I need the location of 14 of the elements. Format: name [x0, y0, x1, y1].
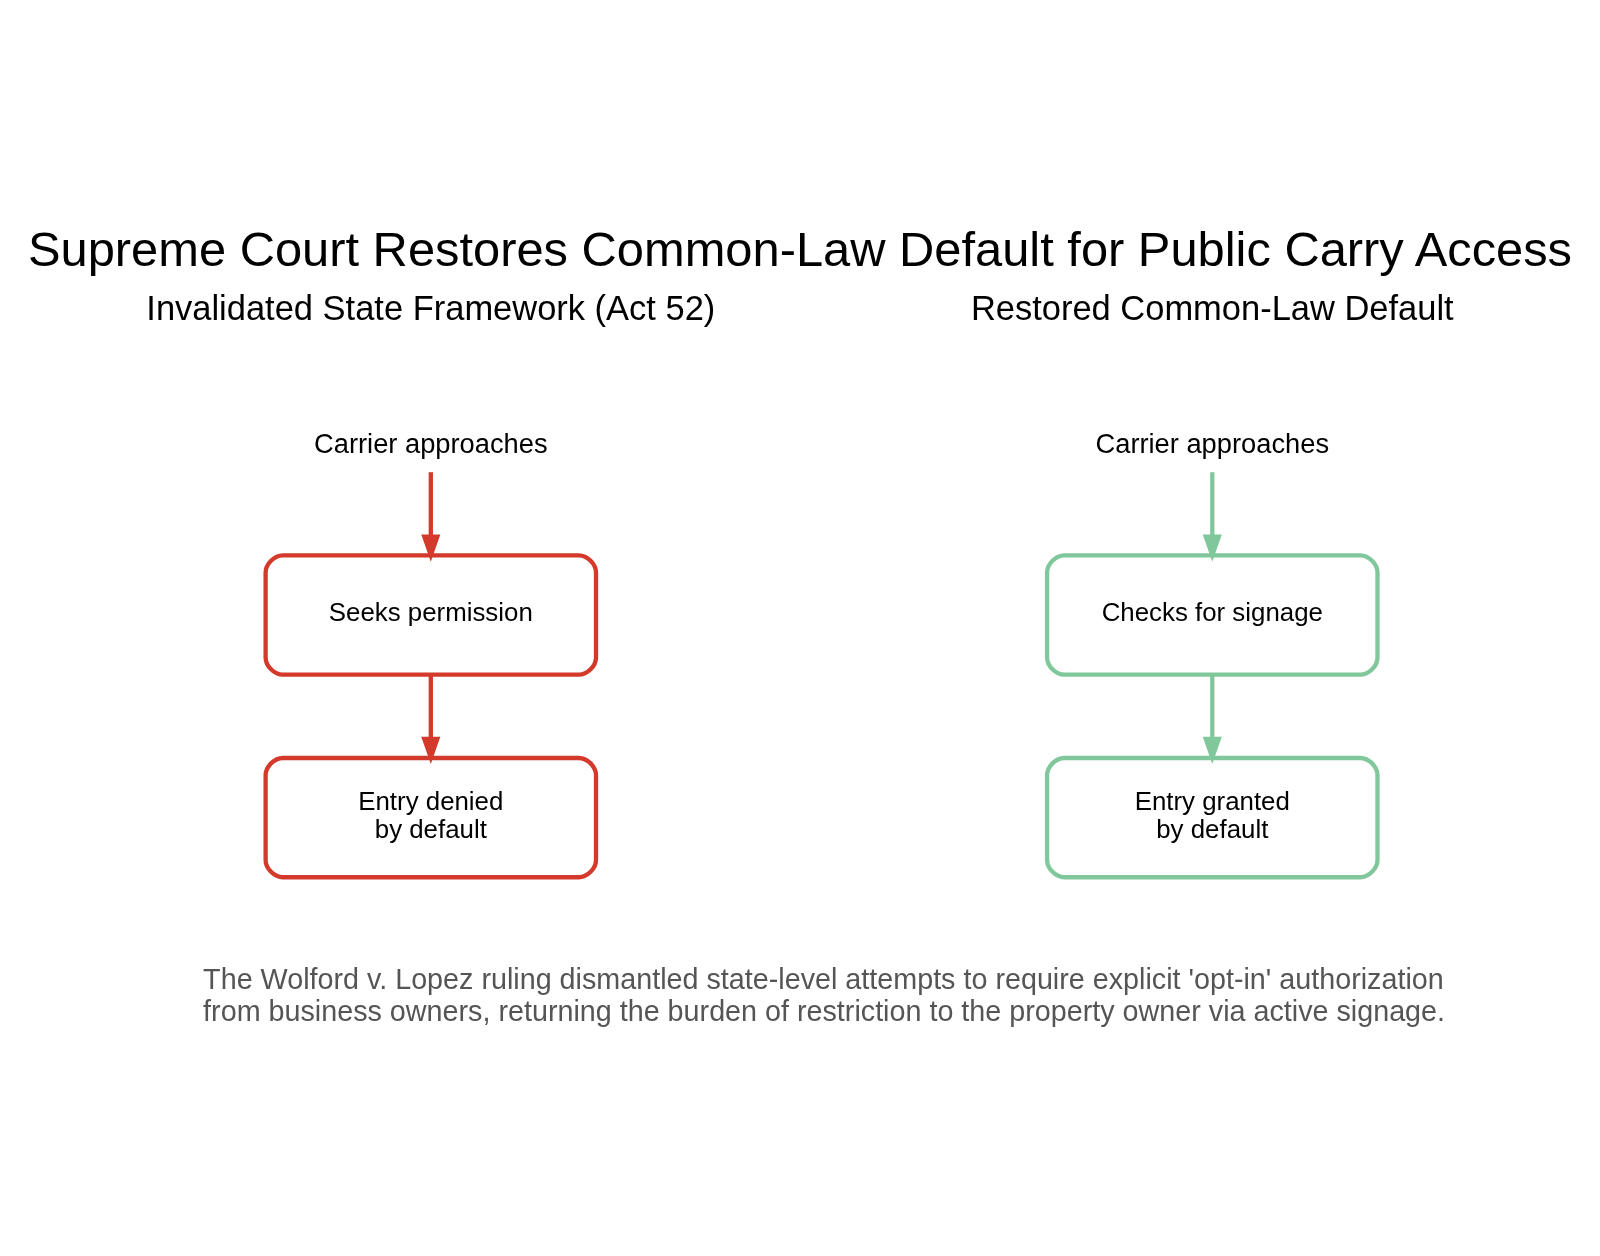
node-box: Checks for signage: [1044, 553, 1380, 677]
arrow: [1202, 674, 1222, 764]
node-text: Carrier approaches: [314, 428, 548, 460]
arrow: [421, 472, 441, 562]
label: Restored Common-Law Default: [970, 289, 1454, 328]
node-text: Carrier approaches: [1095, 428, 1330, 460]
node-box: Entry granted by default: [1044, 755, 1380, 880]
caption: The Wolford v. Lopez ruling dismantled state-level attempts to require explicit 'opt-in' authorization from business owners, returning the burden of restriction to the property owner via active signage.: [203, 963, 1446, 1027]
diagram-title: Supreme Court Restores Common-Law Default for Public Carry Access: [27, 221, 1573, 276]
arrow: [1202, 472, 1222, 562]
node-box: Seeks permission: [263, 553, 599, 677]
label: Invalidated State Framework (Act 52): [146, 289, 716, 328]
arrow: [421, 674, 441, 764]
node-box: Entry denied by default: [263, 755, 599, 880]
